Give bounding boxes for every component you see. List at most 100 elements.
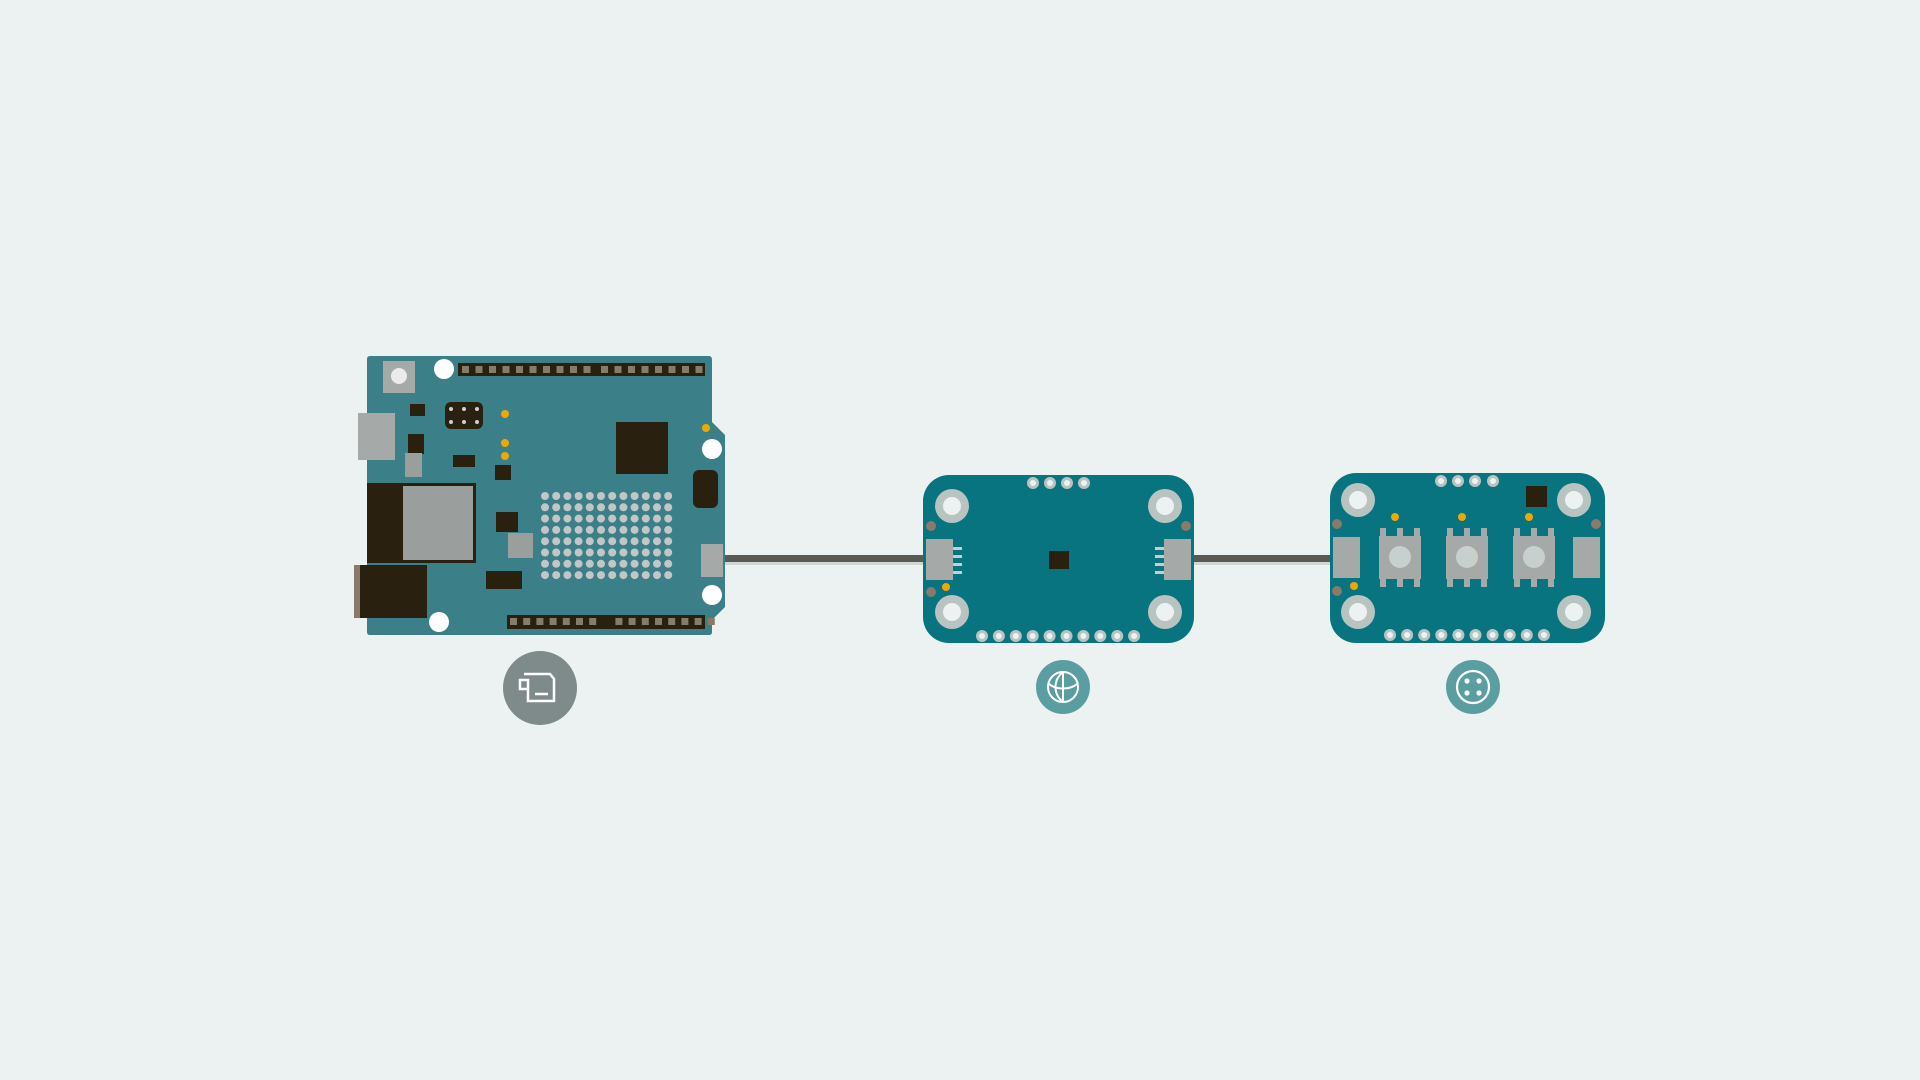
controller-chip [1526,486,1547,507]
pin-hole [1047,480,1053,486]
header-pin [549,618,557,625]
power-led [942,583,950,591]
matrix-led [619,548,628,557]
matrix-led [653,503,661,512]
matrix-led [597,492,605,500]
microcontroller-chip [616,422,668,474]
pin-hole [1490,478,1496,484]
header-pin [502,366,510,373]
button-leg [1481,579,1487,587]
cable-module1-to-module2 [1192,555,1332,565]
module1-icon-button[interactable] [1036,660,1090,714]
button-leg [1414,528,1420,536]
icsp-header [693,470,718,508]
header-pin [655,618,662,625]
connector-right [1164,539,1191,580]
header-pin [707,618,715,625]
matrix-led [552,559,561,568]
matrix-led [619,492,628,500]
matrix-led [563,571,572,580]
status-leds [501,410,710,460]
button-leg [1464,579,1470,587]
matrix-led [653,537,661,546]
matrix-led [641,559,650,568]
matrix-led [574,525,583,534]
matrix-led [653,514,661,523]
button-led [1458,513,1466,521]
matrix-led [630,559,639,568]
matrix-led [585,571,594,580]
button-leg [1380,528,1386,536]
matrix-led [552,537,561,546]
matrix-led [574,503,583,512]
matrix-led [664,548,673,557]
matrix-led [563,559,572,568]
board-chip-icon [518,672,556,703]
pin-hole [1472,478,1478,484]
header-pin [615,618,623,625]
matrix-led [641,571,650,580]
matrix-led [630,548,639,557]
matrix-led [608,559,617,568]
pin-hole [1131,633,1138,639]
matrix-led [552,503,561,512]
header-pin [543,366,550,373]
modulino-module-2[interactable] [1330,473,1605,643]
header-pin [681,618,689,625]
matrix-led [653,525,661,534]
header-pin [682,366,689,373]
matrix-led [563,503,572,512]
header-pin [489,366,496,373]
matrix-led [619,571,628,580]
button-led [1525,513,1533,521]
header-pin [668,618,676,625]
button-leg [1397,579,1403,587]
matrix-led [597,525,605,534]
matrix-led [541,514,549,523]
matrix-led [630,492,639,500]
matrix-led [641,525,650,534]
header-pin [516,366,523,373]
mounting-hole-center [1156,497,1174,515]
mounting-hole-center [1565,603,1583,621]
matrix-led [597,514,605,523]
mounting-hole-center [943,603,961,621]
main-board[interactable] [354,356,725,635]
module2-icon-button[interactable] [1446,660,1500,714]
modulino-module-1[interactable] [923,475,1194,643]
button-leg [1447,528,1453,536]
matrix-led [597,503,605,512]
pin-hole [1081,480,1087,486]
matrix-led [641,492,650,500]
matrix-led [574,514,583,523]
push-button-cap [1389,546,1411,568]
wifi-module [367,483,476,563]
pin-hole [1029,633,1036,639]
matrix-led [664,559,673,568]
mounting-hole-center [1565,491,1583,509]
matrix-led [563,537,572,546]
matrix-led [585,548,594,557]
mounting-holes [429,359,722,632]
mounting-hole-center [1349,491,1367,509]
matrix-led [563,548,572,557]
pin-hole [1455,632,1462,638]
matrix-led [619,514,628,523]
mounting-hole-center [1349,603,1367,621]
matrix-led [541,525,549,534]
pin-header-6 [445,402,483,429]
matrix-led [630,537,639,546]
button-leg [1397,528,1403,536]
matrix-led [608,503,617,512]
header-pin [523,618,531,625]
matrix-led [608,537,617,546]
pin-hole [1404,632,1411,638]
header-pin [628,618,636,625]
button-leg [1514,579,1520,587]
button-leg [1481,528,1487,536]
matrix-led [608,492,617,500]
board-icon-button[interactable] [503,651,577,725]
power-jack [354,565,427,618]
header-pin [601,366,608,373]
matrix-led [630,571,639,580]
